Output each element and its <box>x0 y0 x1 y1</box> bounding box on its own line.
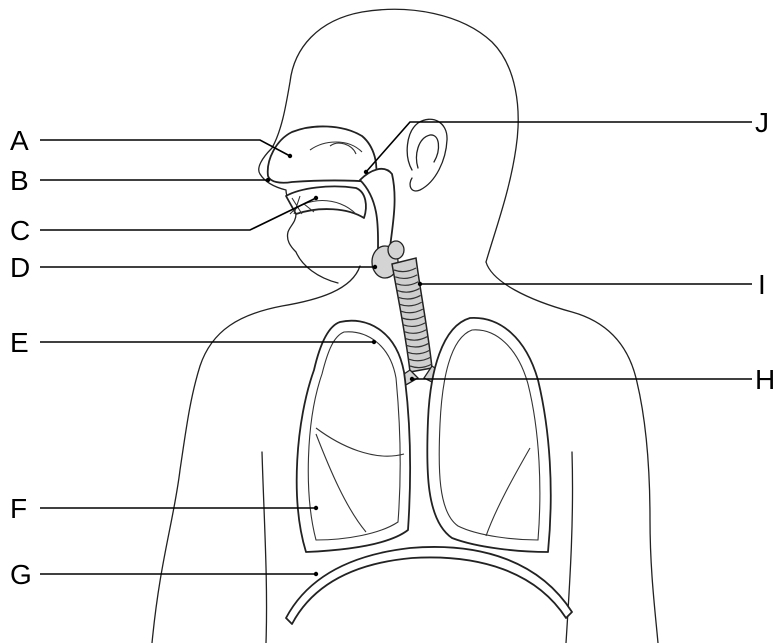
label-d: D <box>10 252 30 283</box>
label-c: C <box>10 215 30 246</box>
label-b: B <box>10 165 29 196</box>
nasal-cavity <box>268 126 377 182</box>
label-j: J <box>755 107 769 138</box>
left-lung <box>297 321 410 552</box>
ear <box>407 119 447 191</box>
label-i: I <box>758 269 766 300</box>
left-arm-line <box>262 452 267 643</box>
diaphragm <box>286 547 572 624</box>
label-h: H <box>755 364 775 395</box>
right-lung <box>427 318 551 552</box>
label-e: E <box>10 327 29 358</box>
label-a: A <box>10 125 29 156</box>
label-g: G <box>10 559 32 590</box>
epiglottis <box>388 241 404 259</box>
label-f: F <box>10 493 27 524</box>
